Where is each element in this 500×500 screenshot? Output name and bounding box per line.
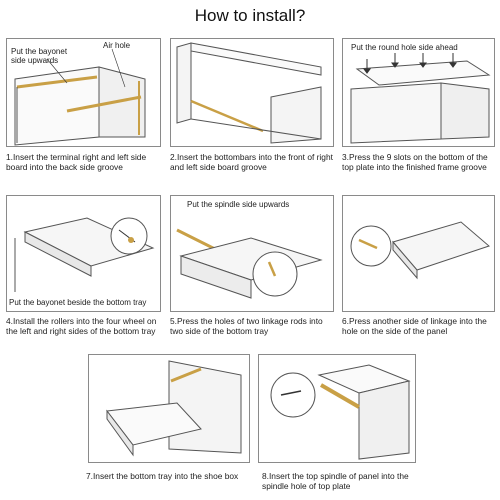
step-5-caption: 5.Press the holes of two linkage rods in… bbox=[170, 316, 323, 336]
step-8-illustration bbox=[270, 364, 411, 460]
bayonet-label: Put the bayonet side upwards bbox=[11, 47, 68, 65]
step-7-caption: 7.Insert the bottom tray into the shoe b… bbox=[86, 471, 239, 481]
step-3-illustration bbox=[350, 53, 491, 144]
step-2-illustration bbox=[176, 42, 322, 144]
spindle-label: Put the spindle side upwards bbox=[187, 200, 290, 209]
step-1-panel: Put the bayonet side upwards Air hole bbox=[6, 38, 161, 147]
step-1-illustration bbox=[14, 48, 146, 146]
step-5-illustration bbox=[176, 228, 323, 299]
step-6-panel bbox=[342, 195, 495, 312]
step-6-caption: 6.Press another side of linkage into the… bbox=[342, 316, 487, 336]
step-2-caption: 2.Insert the bottombars into the front o… bbox=[170, 152, 333, 172]
step-4-panel: Put the bayonet beside the bottom tray bbox=[6, 195, 161, 312]
step-4-caption: 4.Install the rollers into the four whee… bbox=[6, 316, 157, 336]
air-hole-label: Air hole bbox=[103, 41, 131, 50]
step-3-panel: Put the round hole side ahead bbox=[342, 38, 495, 147]
step-2-panel bbox=[170, 38, 334, 147]
round-hole-label: Put the round hole side ahead bbox=[351, 43, 458, 52]
step-4-illustration bbox=[14, 217, 155, 292]
page-title: How to install? bbox=[194, 6, 306, 25]
step-3-caption: 3.Press the 9 slots on the bottom of the… bbox=[342, 152, 488, 172]
step-8-panel bbox=[258, 354, 416, 463]
step-6-illustration bbox=[350, 221, 490, 280]
step-7-panel bbox=[88, 354, 250, 463]
step-1-caption: 1.Insert the terminal right and left sid… bbox=[6, 152, 147, 172]
step-7-illustration bbox=[106, 360, 242, 457]
step-8-caption: 8.Insert the top spindle of panel into t… bbox=[262, 471, 409, 491]
bayonet-tray-label: Put the bayonet beside the bottom tray bbox=[9, 298, 147, 307]
step-5-panel: Put the spindle side upwards bbox=[170, 195, 334, 312]
